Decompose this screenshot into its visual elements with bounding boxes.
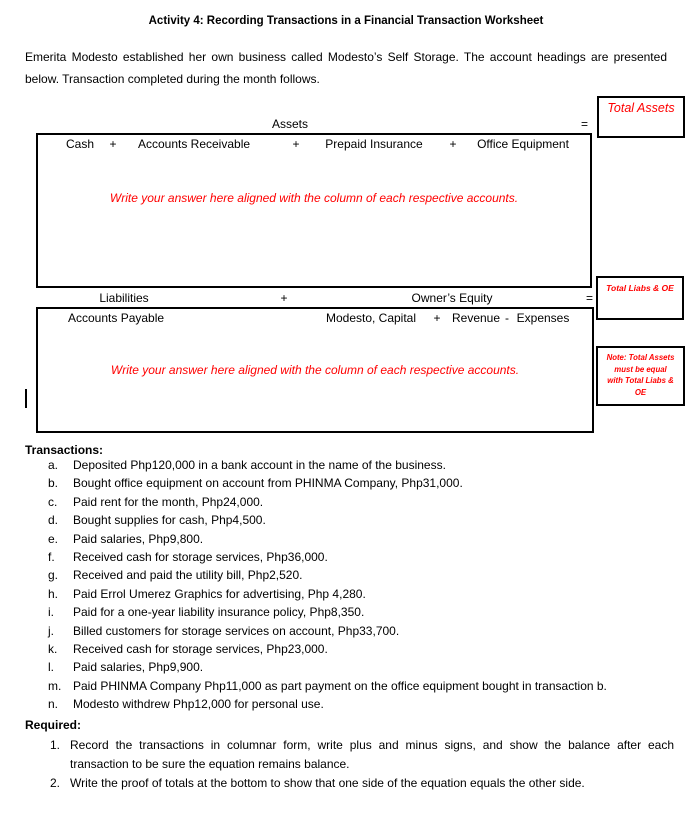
note-box: Note: Total Assets must be equal with To… xyxy=(596,346,685,406)
transaction-item: i. Paid for a one-year liability insuran… xyxy=(0,605,692,623)
note-line: with Total Liabs & xyxy=(607,376,674,385)
transaction-letter: d. xyxy=(48,513,59,528)
transaction-text: Paid rent for the month, Php24,000. xyxy=(73,494,264,509)
text-cursor[interactable] xyxy=(25,389,27,408)
transaction-text: Paid PHINMA Company Php11,000 as part pa… xyxy=(73,678,607,693)
transaction-item: c. Paid rent for the month, Php24,000. xyxy=(0,495,692,513)
transaction-item: g. Received and paid the utility bill, P… xyxy=(0,568,692,586)
assets-section-label: Assets xyxy=(271,117,309,131)
transaction-letter: h. xyxy=(48,586,59,601)
transaction-text: Paid Errol Umerez Graphics for advertisi… xyxy=(73,586,366,601)
total-assets-label: Total Assets xyxy=(607,101,675,115)
transaction-text: Modesto withdrew Php12,000 for personal … xyxy=(73,697,324,712)
plus-sign: + xyxy=(292,137,300,151)
transaction-text: Bought supplies for cash, Php4,500. xyxy=(73,513,266,528)
transaction-item: d. Bought supplies for cash, Php4,500. xyxy=(0,513,692,531)
liability-column-accounts-payable: Accounts Payable xyxy=(68,311,165,325)
required-text: Record the transactions in columnar form… xyxy=(70,738,674,771)
liabilities-equity-answer-box[interactable]: Accounts Payable Modesto, Capital + Reve… xyxy=(36,307,594,433)
transaction-text: Received cash for storage services, Php2… xyxy=(73,641,328,656)
transaction-text: Received cash for storage services, Php3… xyxy=(73,549,328,564)
equity-column-modesto-capital: Modesto, Capital xyxy=(325,311,417,325)
liabilities-answer-hint: Write your answer here aligned with the … xyxy=(110,363,520,377)
transaction-item: e. Paid salaries, Php9,800. xyxy=(0,532,692,550)
transaction-letter: i. xyxy=(48,605,54,620)
liabilities-section-label: Liabilities xyxy=(99,291,149,305)
transaction-text: Received and paid the utility bill, Php2… xyxy=(73,568,303,583)
note-line: must be equal xyxy=(614,364,667,374)
assets-answer-box[interactable]: Cash + Accounts Receivable + Prepaid Ins… xyxy=(36,133,592,288)
plus-sign: + xyxy=(433,311,441,325)
transaction-letter: g. xyxy=(48,568,59,583)
transactions-heading: Transactions: xyxy=(25,443,104,457)
transaction-letter: e. xyxy=(48,531,59,546)
transactions-list: a. Deposited Php120,000 in a bank accoun… xyxy=(0,458,692,715)
assets-answer-hint: Write your answer here aligned with the … xyxy=(109,191,519,205)
transaction-letter: j. xyxy=(48,623,54,638)
note-line: OE xyxy=(634,387,647,397)
transaction-letter: a. xyxy=(48,458,59,472)
asset-column-prepaid-insurance: Prepaid Insurance xyxy=(325,137,423,151)
transaction-item: l. Paid salaries, Php9,900. xyxy=(0,660,692,678)
transaction-letter: c. xyxy=(48,494,58,509)
transaction-item: n. Modesto withdrew Php12,000 for person… xyxy=(0,697,692,715)
required-heading: Required: xyxy=(25,718,82,732)
transaction-item: a. Deposited Php120,000 in a bank accoun… xyxy=(0,458,692,476)
minus-sign: - xyxy=(505,311,509,325)
transaction-text: Paid salaries, Php9,800. xyxy=(73,531,204,546)
transaction-letter: b. xyxy=(48,476,59,491)
plus-sign: + xyxy=(280,291,288,305)
transaction-letter: k. xyxy=(48,641,58,656)
required-list: 1. Record the transactions in columnar f… xyxy=(0,736,692,793)
required-number: 1. xyxy=(50,738,61,752)
transaction-letter: f. xyxy=(48,549,55,564)
equity-column-revenue: Revenue xyxy=(451,311,501,325)
required-item: 2. Write the proof of totals at the bott… xyxy=(0,774,692,793)
transaction-item: j. Billed customers for storage services… xyxy=(0,624,692,642)
transaction-text: Paid for a one-year liability insurance … xyxy=(73,605,365,620)
equity-equals-sign: = xyxy=(586,291,594,305)
note-line: Note: Total Assets xyxy=(606,353,675,362)
transaction-letter: n. xyxy=(48,697,59,712)
transaction-letter: m. xyxy=(48,678,62,693)
transaction-text: Paid salaries, Php9,900. xyxy=(73,660,204,675)
required-item: 1. Record the transactions in columnar f… xyxy=(0,736,692,774)
required-number: 2. xyxy=(50,776,61,790)
transaction-text: Deposited Php120,000 in a bank account i… xyxy=(73,458,446,472)
transaction-item: k. Received cash for storage services, P… xyxy=(0,642,692,660)
plus-sign: + xyxy=(109,137,117,151)
equity-column-expenses: Expenses xyxy=(516,311,570,325)
transaction-item: b. Bought office equipment on account fr… xyxy=(0,476,692,494)
asset-column-accounts-receivable: Accounts Receivable xyxy=(137,137,251,151)
transaction-text: Billed customers for storage services on… xyxy=(73,623,400,638)
total-liabs-oe-box[interactable]: Total Liabs & OE xyxy=(596,276,684,320)
transaction-letter: l. xyxy=(48,660,54,675)
page-title: Activity 4: Recording Transactions in a … xyxy=(148,15,544,27)
total-assets-box[interactable]: Total Assets xyxy=(597,96,685,138)
plus-sign: + xyxy=(449,137,457,151)
total-liabs-oe-label: Total Liabs & OE xyxy=(606,283,674,293)
asset-column-cash: Cash xyxy=(65,137,95,151)
transaction-item: f. Received cash for storage services, P… xyxy=(0,550,692,568)
transaction-item: m. Paid PHINMA Company Php11,000 as part… xyxy=(0,679,692,697)
assets-equals-sign: = xyxy=(581,117,589,131)
intro-paragraph: Emerita Modesto established her own busi… xyxy=(25,50,667,86)
transaction-item: h. Paid Errol Umerez Graphics for advert… xyxy=(0,587,692,605)
owners-equity-section-label: Owner’s Equity xyxy=(411,291,493,305)
asset-column-office-equipment: Office Equipment xyxy=(477,137,569,151)
transaction-text: Bought office equipment on account from … xyxy=(73,476,463,491)
required-text: Write the proof of totals at the bottom … xyxy=(70,776,585,790)
